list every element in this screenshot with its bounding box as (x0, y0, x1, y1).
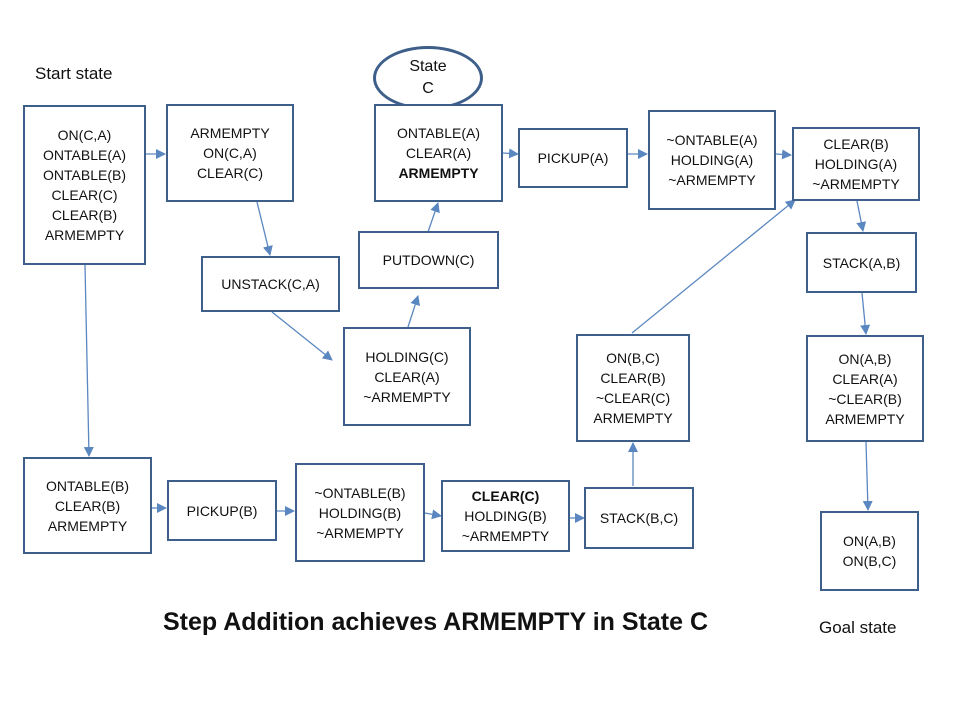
node-line: ~ARMEMPTY (363, 388, 451, 405)
node-line: CLEAR(C) (51, 187, 118, 203)
node-line: ON(A,B) (843, 533, 896, 549)
node-line: ARMEMPTY (398, 165, 479, 181)
diagram-title: Step Addition achieves ARMEMPTY in State… (163, 608, 708, 636)
node-line: ~ARMEMPTY (316, 524, 404, 541)
start-state-label: Start state (35, 64, 113, 83)
node-line: ON(C,A) (203, 145, 257, 161)
node-line: ~ARMEMPTY (461, 528, 550, 544)
goal-state-label: Goal state (819, 618, 897, 637)
node-clear-c-holding-b: CLEAR(C) HOLDING(B) ~ARMEMPTY (441, 480, 570, 552)
arrow-putdown-to-state-c (427, 202, 440, 233)
node-line: ONTABLE(A) (397, 125, 480, 141)
node-line: PICKUP(A) (537, 150, 609, 166)
node-line: CLEAR(B) (54, 497, 121, 514)
node-clear-b-holding-a: CLEAR(B) HOLDING(A) ~ARMEMPTY (792, 127, 920, 201)
node-line: ARMEMPTY (593, 410, 673, 426)
arrow-state-c-to-pickup-a (502, 148, 519, 159)
node-line: PICKUP(B) (186, 502, 258, 519)
arrow-on-ab-to-goal (862, 441, 873, 511)
node-line: HOLDING(C) (365, 348, 449, 365)
node-pickup-a: PICKUP(A) (518, 128, 628, 188)
node-start-state: ON(C,A) ONTABLE(A) ONTABLE(B) CLEAR(C) C… (23, 105, 146, 265)
node-line: HOLDING(B) (464, 508, 547, 524)
node-line: ARMEMPTY (825, 410, 905, 427)
node-line: ARMEMPTY (47, 517, 128, 534)
arrow-clear-b-to-stack-ab (856, 200, 867, 232)
node-line: ONTABLE(B) (43, 167, 126, 183)
node-holding-a: ~ONTABLE(A) HOLDING(A) ~ARMEMPTY (648, 110, 776, 210)
arrow-holding-a-to-clear-b (775, 149, 792, 160)
node-line: ARMEMPTY (44, 227, 125, 243)
node-line: ON(B,C) (606, 350, 660, 366)
node-putdown-c: PUTDOWN(C) (358, 231, 499, 289)
node-unstack-ca: UNSTACK(C,A) (201, 256, 340, 312)
arrow-stack-ab-to-on-ab (860, 292, 871, 335)
node-line: STACK(B,C) (599, 510, 679, 526)
node-line: ONTABLE(A) (43, 147, 126, 163)
node-line: ~ARMEMPTY (812, 176, 900, 192)
state-c-label-line2: C (422, 80, 434, 97)
node-stack-ab: STACK(A,B) (806, 232, 917, 293)
node-line: CLEAR(A) (405, 145, 472, 161)
node-line: CLEAR(B) (51, 207, 118, 223)
node-line: CLEAR(A) (374, 368, 440, 385)
node-state-c: ONTABLE(A) CLEAR(A) ARMEMPTY (374, 104, 503, 202)
node-on-bc: ON(B,C) CLEAR(B) ~CLEAR(C) ARMEMPTY (576, 334, 690, 442)
arrow-on-bc-to-clear-b (631, 199, 796, 334)
node-line: HOLDING(B) (318, 504, 402, 521)
node-stack-bc: STACK(B,C) (584, 487, 694, 549)
node-pickup-b: PICKUP(B) (167, 480, 277, 541)
node-line: HOLDING(A) (670, 152, 754, 168)
node-line: UNSTACK(C,A) (221, 276, 320, 292)
node-line: CLEAR(B) (600, 370, 666, 386)
node-line: ON(A,B) (838, 350, 892, 367)
node-armempty-on-ca: ARMEMPTY ON(C,A) CLEAR(C) (166, 104, 294, 202)
node-line: ~CLEAR(C) (595, 390, 671, 406)
node-holding-c: HOLDING(C) CLEAR(A) ~ARMEMPTY (343, 327, 471, 426)
arrow-unstack-to-holding-c (271, 311, 333, 361)
node-on-ab: ON(A,B) CLEAR(A) ~CLEAR(B) ARMEMPTY (806, 335, 924, 442)
node-line: STACK(A,B) (822, 254, 901, 271)
node-line: ONTABLE(B) (46, 477, 129, 494)
node-line: ARMEMPTY (190, 125, 270, 141)
node-line: ~ONTABLE(A) (666, 132, 758, 148)
arrow-holding-b-to-clear-c (424, 509, 442, 520)
state-c-label-line1: State (409, 58, 447, 75)
arrow-holding-c-to-putdown (407, 295, 420, 328)
node-line: CLEAR(A) (832, 370, 898, 387)
node-line: CLEAR(C) (196, 165, 264, 181)
node-line: CLEAR(C) (471, 488, 540, 504)
node-line: ~CLEAR(B) (828, 390, 902, 407)
node-line: PUTDOWN(C) (382, 252, 475, 268)
node-goal-state: ON(A,B) ON(B,C) (820, 511, 919, 591)
node-line: ~ONTABLE(B) (314, 484, 406, 501)
state-c-oval: State C (373, 46, 483, 110)
node-ontable-b: ONTABLE(B) CLEAR(B) ARMEMPTY (23, 457, 152, 554)
node-holding-b: ~ONTABLE(B) HOLDING(B) ~ARMEMPTY (295, 463, 425, 562)
node-line: ON(C,A) (57, 127, 112, 143)
node-line: ON(B,C) (842, 553, 897, 569)
node-line: CLEAR(B) (823, 136, 889, 152)
node-line: HOLDING(A) (814, 156, 898, 172)
node-line: ~ARMEMPTY (668, 172, 756, 188)
arrow-start-to-ontable-b (83, 264, 94, 457)
arrow-armempty-to-unstack (256, 201, 273, 256)
